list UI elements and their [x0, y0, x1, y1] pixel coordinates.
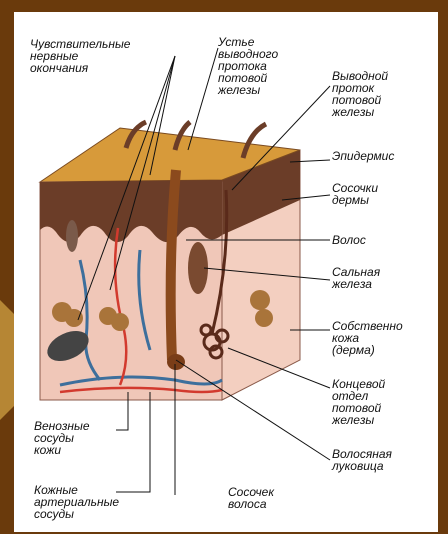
label-dermal-papillae: Сосочки дермы [332, 182, 378, 206]
label-hair: Волос [332, 234, 366, 246]
label-venous-vessels: Венозные сосуды кожи [34, 420, 90, 456]
nerve-end-1 [66, 220, 78, 252]
label-arterial-vessels: Кожные артериальные сосуды [34, 484, 119, 520]
label-sweat-gland-end: Концевой отдел потовой железы [332, 378, 385, 426]
hair-follicle [171, 170, 176, 360]
label-hair-papilla: Сосочек волоса [228, 486, 274, 510]
label-epidermis: Эпидермис [332, 150, 394, 162]
label-hair-bulb: Волосяная луковица [332, 448, 392, 472]
hair-bulb-shape [167, 354, 185, 370]
label-sebaceous-gland: Сальная железа [332, 266, 380, 290]
label-sweat-pore: Устье выводного протока потовой железы [218, 36, 278, 96]
label-sweat-duct: Выводной проток потовой железы [332, 70, 388, 118]
label-nerve-endings: Чувствительные нервные окончания [30, 38, 130, 74]
label-dermis: Собственно кожа (дерма) [332, 320, 403, 356]
